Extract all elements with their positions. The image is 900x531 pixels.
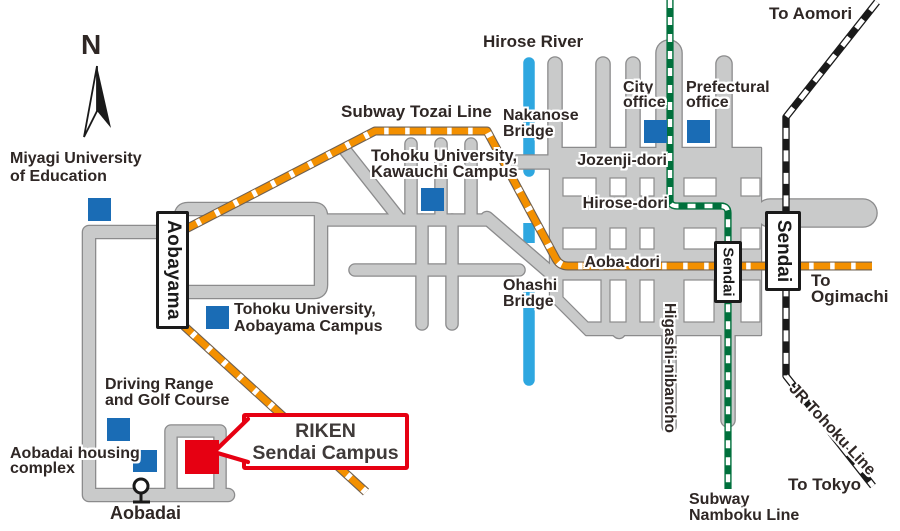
label-to-aomori: To Aomori: [769, 4, 853, 23]
label-subway-namboku-line: Subway Namboku Line: [689, 491, 800, 524]
label-tohoku-univ-aobayama: Tohoku University, Aobayama Campus: [234, 301, 383, 335]
north-label: N: [81, 29, 102, 60]
bus-stop-icon: [132, 477, 150, 504]
label-subway-tozai-line: Subway Tozai Line: [341, 102, 492, 121]
riken-callout: RIKEN Sendai Campus: [242, 413, 409, 470]
label-city-office: City office: [623, 79, 666, 111]
riken-callout-arrow: [211, 416, 251, 465]
marker-riken-sendai-campus: [185, 440, 219, 474]
marker-kawauchi-campus: [421, 188, 444, 211]
label-jr-tohoku-line-wrap: JR Tohoku Line: [785, 380, 900, 478]
station-sendai-subway-label: Sendai: [719, 247, 737, 297]
city-blocks: [562, 177, 761, 323]
station-sendai-subway: Sendai: [714, 241, 742, 303]
marker-aobadai-housing: [133, 450, 157, 472]
marker-miyagi-university: [88, 198, 111, 221]
north-arrow-icon: [83, 65, 111, 138]
label-hirose-dori: Hirose-dori: [582, 195, 668, 212]
label-hirose-river: Hirose River: [483, 32, 584, 51]
label-aoba-dori: Aoba-dori: [584, 254, 660, 271]
label-driving-range: Driving Range and Golf Course: [105, 376, 230, 409]
label-ohashi-bridge: Ohashi Bridge: [503, 277, 558, 310]
marker-prefectural-office: [687, 120, 710, 143]
marker-driving-range: [107, 418, 130, 441]
riken-callout-label: RIKEN Sendai Campus: [252, 420, 399, 464]
label-to-tokyo: To Tokyo: [788, 475, 862, 494]
label-tohoku-univ-kawauchi: Tohoku University, Kawauchi Campus: [371, 147, 518, 181]
label-miyagi-university: Miyagi University of Education: [10, 150, 142, 185]
label-aobadai: Aobadai: [110, 503, 182, 523]
marker-aobayama-campus: [206, 306, 229, 329]
label-to-ogimachi: To Ogimachi: [811, 271, 889, 306]
label-aobadai-housing: Aobadai housing complex: [10, 445, 140, 477]
station-aobayama: Aobayama: [156, 211, 189, 329]
namboku-line: [666, 0, 732, 489]
station-sendai-jr: Sendai: [765, 211, 801, 291]
label-higashi-nibancho: Higashi-nibancho: [661, 302, 679, 434]
station-aobayama-label: Aobayama: [162, 219, 184, 321]
label-jozenji-dori: Jozenji-dori: [577, 152, 667, 169]
marker-city-office: [644, 120, 667, 143]
station-sendai-jr-label: Sendai: [773, 219, 794, 283]
label-nakanose-bridge: Nakanose Bridge: [503, 107, 579, 140]
label-prefectural-office: Prefectural office: [686, 79, 770, 111]
